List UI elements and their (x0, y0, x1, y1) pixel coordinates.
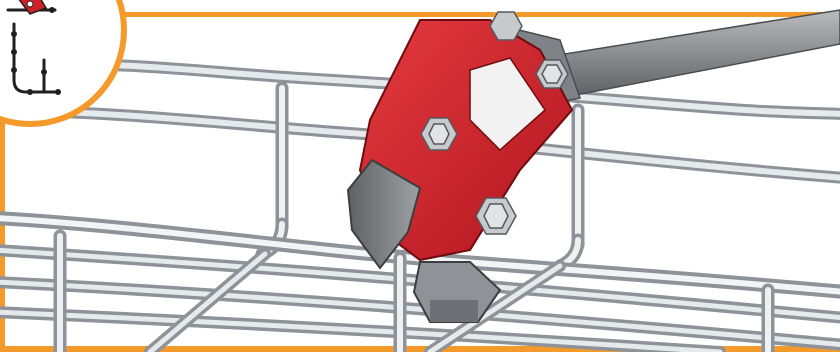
cutter-bolt (536, 60, 568, 88)
inset-cross-section (0, 0, 124, 124)
cutter-bolt (490, 12, 522, 40)
cutter-handle (540, 10, 840, 98)
